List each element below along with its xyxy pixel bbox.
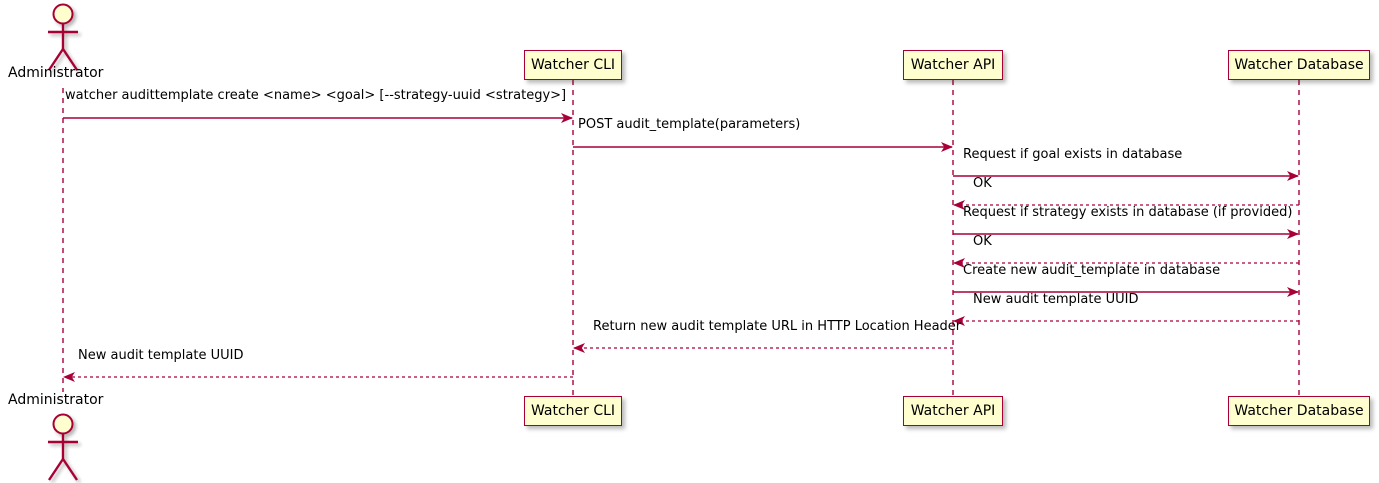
participant-label-watcher_database-top: Watcher Database [1234,57,1364,73]
participant-box-watcher_database-bottom[interactable]: Watcher Database [1228,396,1370,426]
message-arrows-group [63,113,1299,382]
participant-label-watcher_api-bottom: Watcher API [910,403,996,419]
participant-box-watcher_api-bottom[interactable]: Watcher API [903,396,1003,426]
message-label-1: watcher audittemplate create <name> <goa… [65,88,567,103]
participant-label-watcher_cli-bottom: Watcher CLI [530,403,616,419]
actor-head [52,3,74,25]
actor-head [52,413,74,435]
actor-limb-2 [48,48,64,71]
actor-figures-group [48,3,78,481]
message-label-10: New audit template UUID [78,348,244,363]
message-label-8: New audit template UUID [973,292,1139,307]
actor-limb-2 [48,458,64,481]
message-label-6: OK [973,234,992,249]
message-label-5: Request if strategy exists in database (… [963,205,1293,220]
message-label-2: POST audit_template(parameters) [578,117,801,132]
participant-label-administrator-top: Administrator [8,65,104,81]
actor-figure-bottom-administrator [48,413,78,481]
actor-limb-3 [62,458,78,481]
participant-box-watcher_api-top[interactable]: Watcher API [903,50,1003,80]
message-label-7: Create new audit_template in database [963,263,1221,278]
participant-box-watcher_cli-bottom[interactable]: Watcher CLI [524,396,622,426]
message-label-3: Request if goal exists in database [963,147,1183,162]
message-label-4: OK [973,176,992,191]
participant-box-watcher_database-top[interactable]: Watcher Database [1228,50,1370,80]
participant-label-watcher_api-top: Watcher API [910,57,996,73]
actor-limb-3 [62,48,78,71]
participant-label-watcher_cli-top: Watcher CLI [530,57,616,73]
participant-label-watcher_database-bottom: Watcher Database [1234,403,1364,419]
actor-figure-top-administrator [48,3,78,71]
participant-box-watcher_cli-top[interactable]: Watcher CLI [524,50,622,80]
message-label-9: Return new audit template URL in HTTP Lo… [593,319,962,334]
participant-label-administrator-bottom: Administrator [8,392,104,408]
